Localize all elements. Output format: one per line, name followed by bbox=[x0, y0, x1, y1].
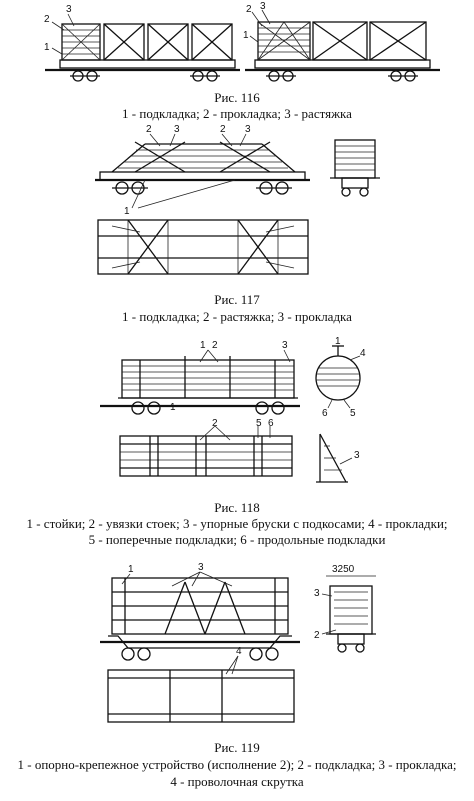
fig118-label-3a: 3 bbox=[282, 340, 288, 351]
fig117-label-3b: 3 bbox=[245, 124, 251, 135]
fig116-label-3b: 3 bbox=[260, 1, 266, 12]
fig116-left-wagon bbox=[45, 13, 240, 82]
fig118-cross-section bbox=[315, 345, 361, 409]
fig118-label-2b: 2 bbox=[212, 418, 218, 429]
fig116-legend: 1 - подкладка; 2 - прокладка; 3 - растяж… bbox=[122, 106, 352, 121]
fig116-label-1b: 1 bbox=[243, 30, 249, 41]
figure-119-drawing: 1 3 3250 3 2 4 bbox=[100, 562, 376, 723]
fig118-label-1a: 1 bbox=[200, 340, 206, 351]
fig116-label-1a: 1 bbox=[44, 42, 50, 53]
fig118-legend-line2: 5 - поперечные подкладки; 6 - продольные… bbox=[88, 532, 386, 547]
fig119-label-3a: 3 bbox=[198, 562, 204, 573]
fig119-dimension-3250: 3250 bbox=[332, 564, 355, 575]
fig119-label-1: 1 bbox=[128, 564, 134, 575]
figure-116-drawing: 3 2 1 2 3 1 bbox=[44, 1, 440, 82]
fig116-title: Рис. 116 bbox=[214, 90, 260, 105]
fig117-side-view bbox=[95, 133, 310, 209]
fig118-label-5a: 5 bbox=[350, 408, 356, 419]
fig119-label-2: 2 bbox=[314, 630, 320, 641]
fig117-title: Рис. 117 bbox=[214, 292, 260, 307]
fig118-label-1b: 1 bbox=[170, 402, 176, 413]
fig119-legend-line2: 4 - проволочная скрутка bbox=[170, 774, 304, 789]
fig119-plan-view bbox=[107, 655, 295, 723]
fig118-label-4: 4 bbox=[360, 348, 366, 359]
fig117-label-1: 1 bbox=[124, 206, 130, 217]
fig119-side-view bbox=[100, 571, 300, 661]
fig118-title: Рис. 118 bbox=[214, 500, 260, 515]
fig119-label-4: 4 bbox=[236, 646, 242, 657]
fig118-label-5b: 5 bbox=[256, 418, 262, 429]
fig118-legend-line1: 1 - стойки; 2 - увязки стоек; 3 - упорны… bbox=[26, 516, 448, 531]
fig119-title: Рис. 119 bbox=[214, 740, 260, 755]
fig118-label-3b: 3 bbox=[354, 450, 360, 461]
fig118-label-2a: 2 bbox=[212, 340, 218, 351]
fig117-label-3a: 3 bbox=[174, 124, 180, 135]
fig118-side-view bbox=[100, 349, 300, 415]
fig116-label-2a: 2 bbox=[44, 14, 50, 25]
fig117-label-2a: 2 bbox=[146, 124, 152, 135]
fig116-label-3a: 3 bbox=[66, 4, 72, 15]
fig116-right-wagon bbox=[245, 9, 440, 82]
fig116-label-2b: 2 bbox=[246, 4, 252, 15]
fig119-legend-line1: 1 - опорно-крепежное устройство (исполне… bbox=[17, 757, 457, 772]
figure-118-drawing: 1 2 3 1 4 1 6 5 2 5 6 bbox=[100, 336, 366, 483]
fig118-label-6a: 6 bbox=[322, 408, 328, 419]
fig117-end-view bbox=[330, 139, 380, 197]
fig117-plan-view bbox=[97, 219, 309, 275]
fig119-label-3b: 3 bbox=[314, 588, 320, 599]
fig118-plan-view bbox=[119, 425, 293, 477]
fig118-stop-block bbox=[316, 433, 353, 483]
fig118-label-6b: 6 bbox=[268, 418, 274, 429]
fig118-label-1c: 1 bbox=[335, 336, 341, 347]
figure-117-drawing: 2 3 2 3 1 bbox=[95, 124, 380, 275]
fig117-legend: 1 - подкладка; 2 - растяжка; 3 - проклад… bbox=[122, 309, 352, 324]
fig119-end-view: 3250 bbox=[321, 564, 376, 653]
fig117-label-2b: 2 bbox=[220, 124, 226, 135]
